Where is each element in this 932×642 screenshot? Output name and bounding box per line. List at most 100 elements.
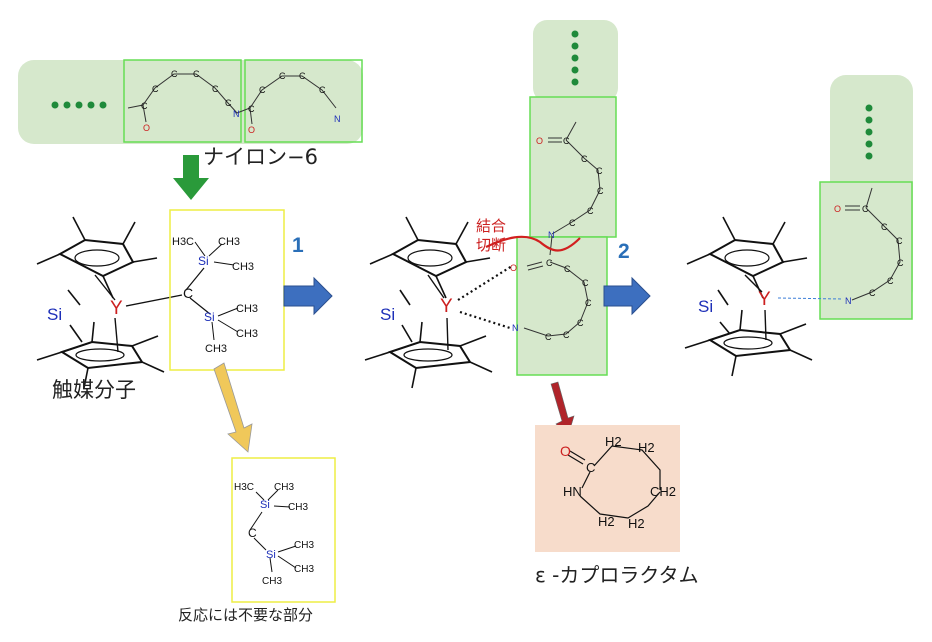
atom-c: C <box>881 222 888 232</box>
methylene-label: H2 <box>605 434 622 449</box>
atom-c: C <box>212 84 219 94</box>
atom-c: C <box>869 288 876 298</box>
bond-cut-mark <box>485 235 581 252</box>
step-1-label: 1 <box>292 234 304 257</box>
methyl-label: CH3 <box>288 502 308 513</box>
methyl-label: CH3 <box>294 540 314 551</box>
atom-o: O <box>248 125 255 135</box>
y-n-bond <box>777 297 844 300</box>
atom-c: C <box>546 258 553 268</box>
atom-si: Si <box>198 254 209 268</box>
methyl-label: CH3 <box>294 564 314 575</box>
atom-c: C <box>225 98 232 108</box>
atom-y: Y <box>110 298 123 319</box>
monomer-box-2 <box>244 59 363 143</box>
atom-c: C <box>141 101 148 111</box>
atom-c: C <box>577 318 584 328</box>
atom-o: O <box>510 263 517 273</box>
monomer-box-1 <box>123 59 242 143</box>
atom-c: C <box>171 69 178 79</box>
atom-o: O <box>834 204 841 214</box>
atom-si: Si <box>204 310 215 324</box>
bond-cleave-label-1: 結合 <box>476 217 506 235</box>
atom-si: Si <box>266 549 276 561</box>
bond-cleave-label-2: 切断 <box>476 236 506 254</box>
atom-n: N <box>845 296 852 306</box>
nylon-chain-panel: C C C C C C C C C C C O O N N <box>18 59 363 144</box>
atom-y: Y <box>440 296 453 317</box>
caprolactam-structure: O C H2 H2 CH2 HN H2 H2 <box>535 425 680 552</box>
atom-si: Si <box>47 305 62 324</box>
atom-c: C <box>897 258 904 268</box>
atom-c: C <box>279 71 286 81</box>
unneeded-label: 反応には不要な部分 <box>178 606 313 624</box>
step-2-label: 2 <box>618 240 630 263</box>
methyl-label: H3C <box>234 482 254 493</box>
atom-o: O <box>143 123 150 133</box>
atom-n: N <box>512 323 519 333</box>
atom-c: C <box>248 104 255 114</box>
atom-c: C <box>582 278 589 288</box>
methyl-label: CH3 <box>236 303 258 315</box>
methyl-label: CH3 <box>236 328 258 340</box>
dots-icon <box>865 104 873 160</box>
arrow-right-blue-icon <box>603 276 651 316</box>
atom-c: C <box>862 204 869 214</box>
atom-c: C <box>581 154 588 164</box>
atom-c: C <box>193 69 200 79</box>
atom-n: N <box>548 230 555 240</box>
amide-nh-label: HN <box>563 484 582 499</box>
atom-y: Y <box>758 289 771 310</box>
methyl-label: CH3 <box>218 236 240 248</box>
methylene-label: H2 <box>638 440 655 455</box>
atom-c: C <box>887 276 894 286</box>
methylene-label: H2 <box>598 514 615 529</box>
atom-n: N <box>233 109 240 119</box>
unneeded-fragment: C H3C CH3 CH3 CH3 CH3 CH3 Si Si <box>231 457 336 603</box>
caprolactam-label: ε -カプロラクタム <box>535 563 699 587</box>
atom-c: C <box>183 285 193 301</box>
atom-c: C <box>586 460 595 475</box>
atom-c: C <box>563 136 570 146</box>
atom-c: C <box>564 264 571 274</box>
atom-o: O <box>536 136 543 146</box>
arrow-down-green-icon <box>173 155 209 200</box>
methyl-label: H3C <box>172 236 194 248</box>
atom-c: C <box>248 526 257 540</box>
atom-c: C <box>319 85 326 95</box>
intermediate-complex: O C C C C C C N O C C C C C C C N <box>364 20 618 389</box>
atom-si: Si <box>698 297 713 316</box>
methyl-label: CH3 <box>205 343 227 355</box>
catalyst-molecule: Si Y C H3C CH3 CH3 CH3 CH3 CH3 Si Si <box>36 209 285 389</box>
atom-o: O <box>560 443 571 459</box>
atom-c: C <box>299 71 306 81</box>
atom-c: C <box>596 166 603 176</box>
atom-si: Si <box>260 499 270 511</box>
product-complex: O C C C C C C N Si Y <box>684 75 913 377</box>
atom-c: C <box>545 332 552 342</box>
methyl-label: CH3 <box>262 576 282 587</box>
atom-c: C <box>597 186 604 196</box>
atom-c: C <box>587 206 594 216</box>
methylene-label: H2 <box>628 516 645 531</box>
atom-n: N <box>334 114 341 124</box>
atom-c: C <box>896 236 903 246</box>
monomer-box <box>819 181 913 320</box>
atom-c: C <box>569 218 576 228</box>
monomer-box-lower <box>516 236 608 376</box>
nylon-label: ナイロン−6 <box>203 145 318 169</box>
atom-c: C <box>259 85 266 95</box>
dots-icon <box>571 30 579 86</box>
methylene-label: CH2 <box>650 484 676 499</box>
dots-icon <box>51 101 107 109</box>
atom-si: Si <box>380 305 395 324</box>
monomer-box-upper <box>529 96 617 238</box>
catalyst-label: 触媒分子 <box>52 378 136 402</box>
atom-c: C <box>152 84 159 94</box>
atom-c: C <box>563 330 570 340</box>
atom-c: C <box>585 298 592 308</box>
methyl-label: CH3 <box>232 261 254 273</box>
arrow-down-yellow-icon <box>213 362 253 453</box>
arrow-right-blue-icon <box>283 276 333 316</box>
